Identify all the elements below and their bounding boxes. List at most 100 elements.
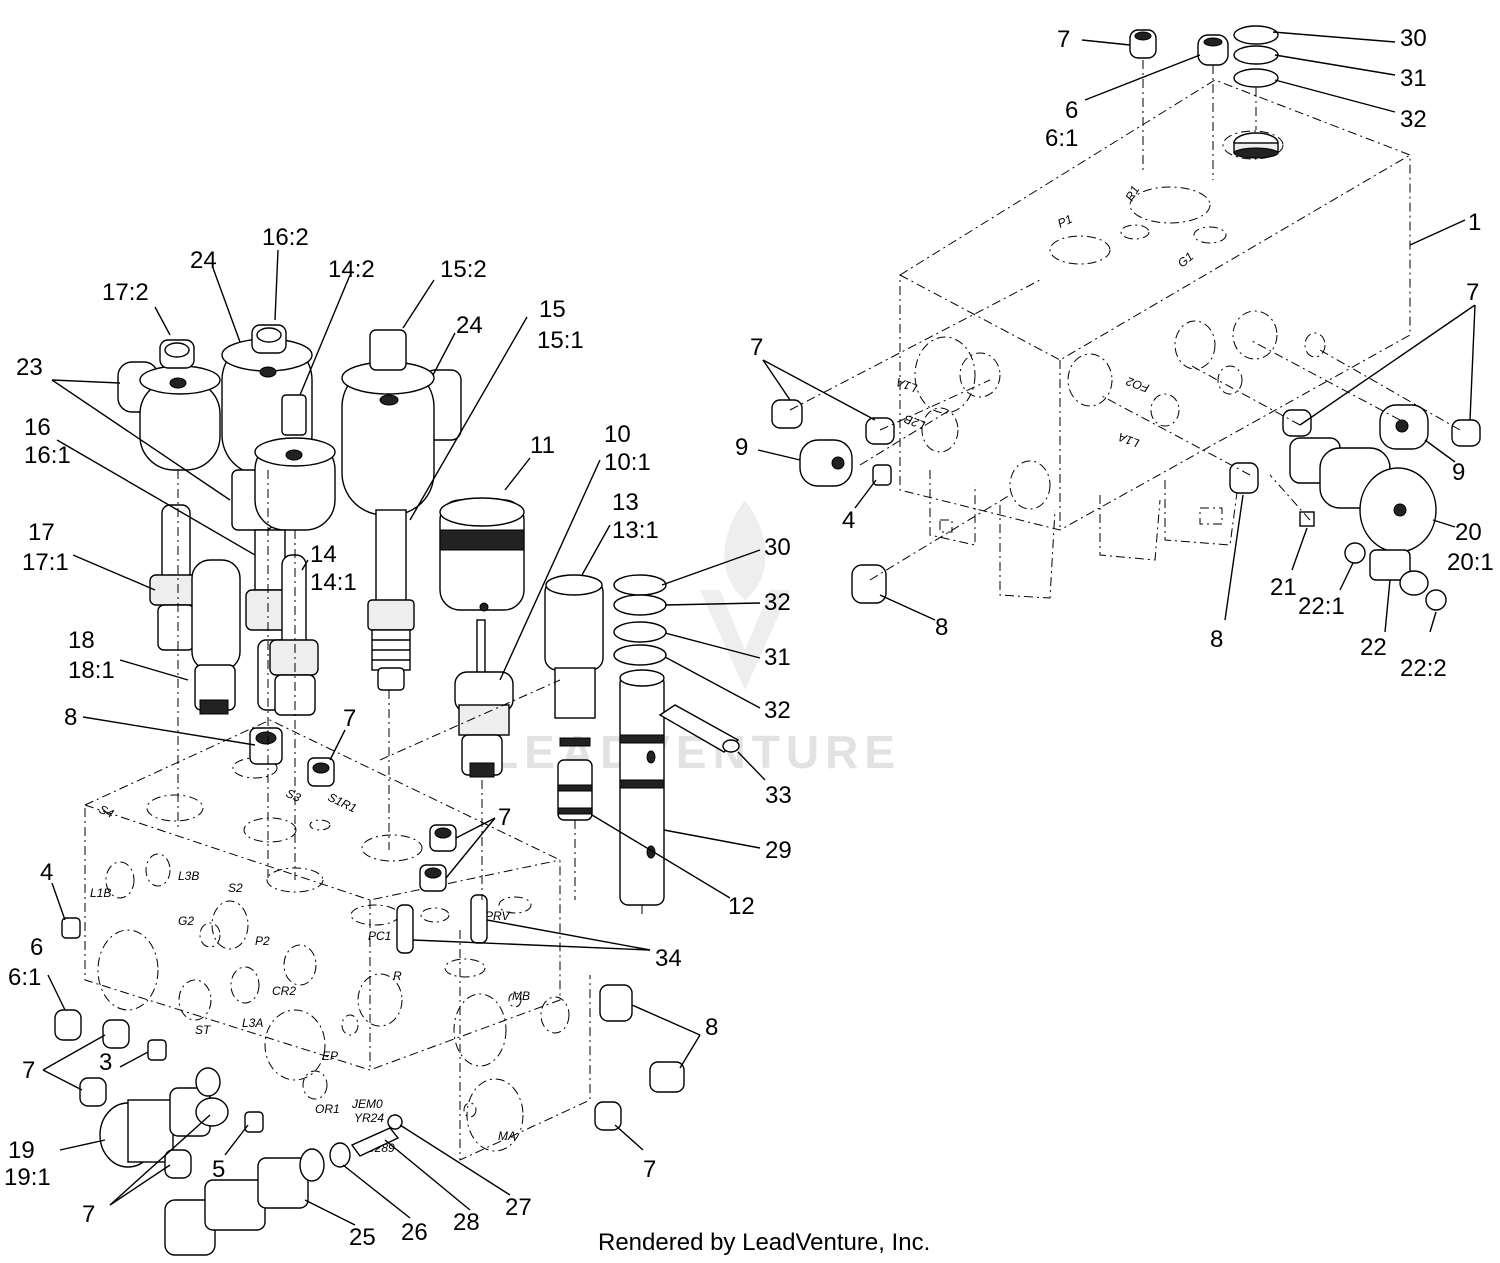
cartridge-part-18 — [191, 559, 241, 715]
callout-26: 26 — [401, 1219, 428, 1246]
port-mark-prv: PRV — [485, 909, 510, 923]
valve-part-10 — [454, 619, 514, 778]
ring-stack-left — [613, 574, 667, 666]
left-manifold-block: S4 S3 S1R1 L3B L1B G2 S2 P2 CR2 ST L3A E… — [84, 719, 591, 1161]
port-mark-l3a: L3A — [242, 1016, 263, 1030]
callout-r-6: 6 — [1065, 97, 1078, 124]
callout-17-1: 17:1 — [22, 549, 69, 576]
callout-r-7: 7 — [1057, 26, 1070, 53]
callout-17: 17 — [28, 519, 55, 546]
callout-15-2: 15:2 — [440, 256, 487, 283]
coil-part-23 — [117, 339, 221, 471]
callout-18-1: 18:1 — [68, 657, 115, 684]
callout-15: 15 — [539, 296, 566, 323]
callout-r-8-a: 8 — [935, 614, 948, 641]
port-mark-l1a-b: L1A — [1116, 430, 1141, 450]
callout-4: 4 — [40, 859, 53, 886]
plug-part-3 — [147, 1039, 167, 1061]
plug-part-7-right-a — [771, 399, 803, 429]
callout-5: 5 — [212, 1156, 225, 1183]
port-mark-st: ST — [195, 1023, 212, 1037]
port-mark-r: R — [393, 969, 402, 983]
callout-r-4: 4 — [842, 507, 855, 534]
callout-24-b: 24 — [456, 312, 483, 339]
stamp-line-1: JEM0 — [351, 1097, 383, 1111]
callout-r-22-2: 22:2 — [1400, 655, 1447, 682]
right-leader-lines — [757, 31, 1476, 633]
callout-14-2: 14:2 — [328, 256, 375, 283]
oring-part-22-1 — [1344, 542, 1366, 564]
plug-part-4-left — [61, 917, 81, 939]
callout-31: 31 — [764, 644, 791, 671]
valve-part-15 — [367, 509, 415, 691]
callout-27: 27 — [505, 1194, 532, 1221]
port-mark-s2: S2 — [228, 881, 243, 895]
callout-r-7-b: 7 — [1466, 279, 1479, 306]
port-mark-s4: S4 — [97, 802, 117, 821]
plug-part-4-right — [872, 464, 892, 486]
knob-part-11 — [439, 497, 525, 612]
left-assembly-parts — [54, 324, 740, 1256]
coil-part-24-right — [341, 329, 462, 516]
port-mark-r1: R1 — [1122, 183, 1142, 203]
part-21 — [1299, 511, 1315, 527]
callout-30: 30 — [764, 534, 791, 561]
plug-part-7-mid-b — [419, 864, 447, 892]
valve-part-20 — [1289, 437, 1437, 553]
left-leader-lines — [42, 249, 766, 1226]
callout-3: 3 — [99, 1049, 112, 1076]
callout-12: 12 — [728, 893, 755, 920]
callout-7-d: 7 — [82, 1201, 95, 1228]
port-mark-g1: G1 — [1175, 249, 1196, 270]
callout-7-b: 7 — [498, 804, 511, 831]
port-mark-or1: OR1 — [315, 1102, 340, 1116]
plug-part-7-left-a — [102, 1019, 130, 1049]
callout-16: 16 — [24, 414, 51, 441]
plug-part-8-right-lower — [851, 564, 887, 604]
callout-29: 29 — [765, 837, 792, 864]
port-mark-g2: G2 — [178, 914, 194, 928]
callout-r-22-1: 22:1 — [1298, 593, 1345, 620]
spool-part-29 — [619, 669, 665, 906]
port-mark-l1a: L1A — [894, 375, 919, 395]
left-callouts: 17:2 24 16:2 14:2 15:2 24 15 15:1 23 16 … — [4, 224, 792, 1251]
callout-24-a: 24 — [190, 247, 217, 274]
callout-r-31: 31 — [1400, 65, 1427, 92]
callout-7-e: 7 — [643, 1156, 656, 1183]
cartridge-part-17 — [149, 504, 203, 651]
oring-part-26 — [329, 1142, 351, 1168]
plug-part-7-mid-a — [429, 824, 457, 852]
ring-stack-right — [1233, 25, 1279, 88]
port-mark-ep: EP — [322, 1049, 338, 1063]
callout-8-a: 8 — [64, 704, 77, 731]
callout-17-2: 17:2 — [102, 279, 149, 306]
callout-14: 14 — [310, 541, 337, 568]
callout-16-2: 16:2 — [262, 224, 309, 251]
callout-8-b: 8 — [705, 1014, 718, 1041]
callout-32-a: 32 — [764, 589, 791, 616]
rendered-by-credit: Rendered by LeadVenture, Inc. — [598, 1229, 930, 1256]
plug-part-7-right-b — [865, 417, 895, 445]
valve-part-13 — [544, 574, 604, 821]
port-mark-mb: MB — [512, 989, 530, 1003]
port-mark-p2: P2 — [255, 934, 270, 948]
callout-7-a: 7 — [343, 705, 356, 732]
callout-16-1: 16:1 — [24, 442, 71, 469]
pin-part-34 — [396, 894, 488, 954]
callout-r-6-1: 6:1 — [1045, 125, 1078, 152]
callout-34: 34 — [655, 945, 682, 972]
port-mark-l3b: L3B — [178, 869, 199, 883]
callout-6-1: 6:1 — [8, 964, 41, 991]
plug-part-6-right — [1197, 34, 1229, 66]
plug-part-9-right-b — [1379, 404, 1429, 450]
plug-part-7-top — [307, 757, 335, 787]
port-mark-cr2: CR2 — [272, 984, 296, 998]
plug-part-5 — [244, 1111, 264, 1133]
plug-part-7-right-d — [1451, 419, 1481, 447]
callout-r-9-b: 9 — [1452, 459, 1465, 486]
plug-part-7-right — [594, 1101, 622, 1131]
plug-part-6-left — [54, 1009, 82, 1041]
port-mark-s3: S3 — [284, 786, 304, 805]
callout-15-1: 15:1 — [537, 327, 584, 354]
